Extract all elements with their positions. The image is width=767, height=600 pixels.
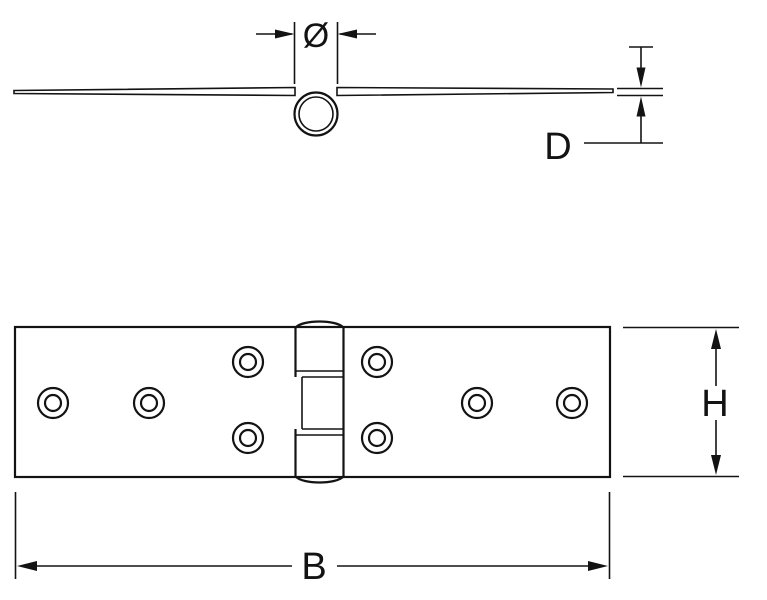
side-view [13, 86, 614, 137]
hinge-leaf-plate [13, 325, 612, 479]
arrowhead [275, 29, 295, 39]
height-label: H [701, 383, 728, 425]
width-label: B [301, 546, 326, 588]
screw-hole [231, 421, 265, 455]
width-dimension: B [14, 492, 611, 588]
screw-hole [555, 386, 589, 420]
diameter-label: Ø [303, 17, 329, 55]
front-view [13, 320, 612, 484]
left-leaf-profile [13, 86, 296, 97]
pin-barrel-inner [298, 96, 334, 132]
arrowhead [337, 29, 357, 39]
screw-hole [132, 386, 166, 420]
arrowhead [636, 67, 646, 88]
arrowhead [711, 455, 721, 475]
thickness-dimension: D [544, 46, 663, 168]
height-dimension: H [623, 326, 739, 478]
arrowhead [711, 329, 721, 349]
knuckle-bottom-cap [294, 475, 345, 484]
knuckle-top-cap [294, 320, 345, 329]
thickness-label: D [544, 126, 571, 168]
screw-hole [231, 345, 265, 379]
screw-hole [360, 345, 394, 379]
arrowhead [17, 561, 37, 571]
right-leaf-profile [336, 86, 614, 97]
diameter-dimension: Ø [256, 17, 376, 84]
screw-hole [36, 386, 70, 420]
screw-hole [360, 421, 394, 455]
knuckle [294, 320, 345, 484]
screw-hole [460, 386, 494, 420]
arrowhead [636, 96, 646, 117]
arrowhead [588, 561, 608, 571]
